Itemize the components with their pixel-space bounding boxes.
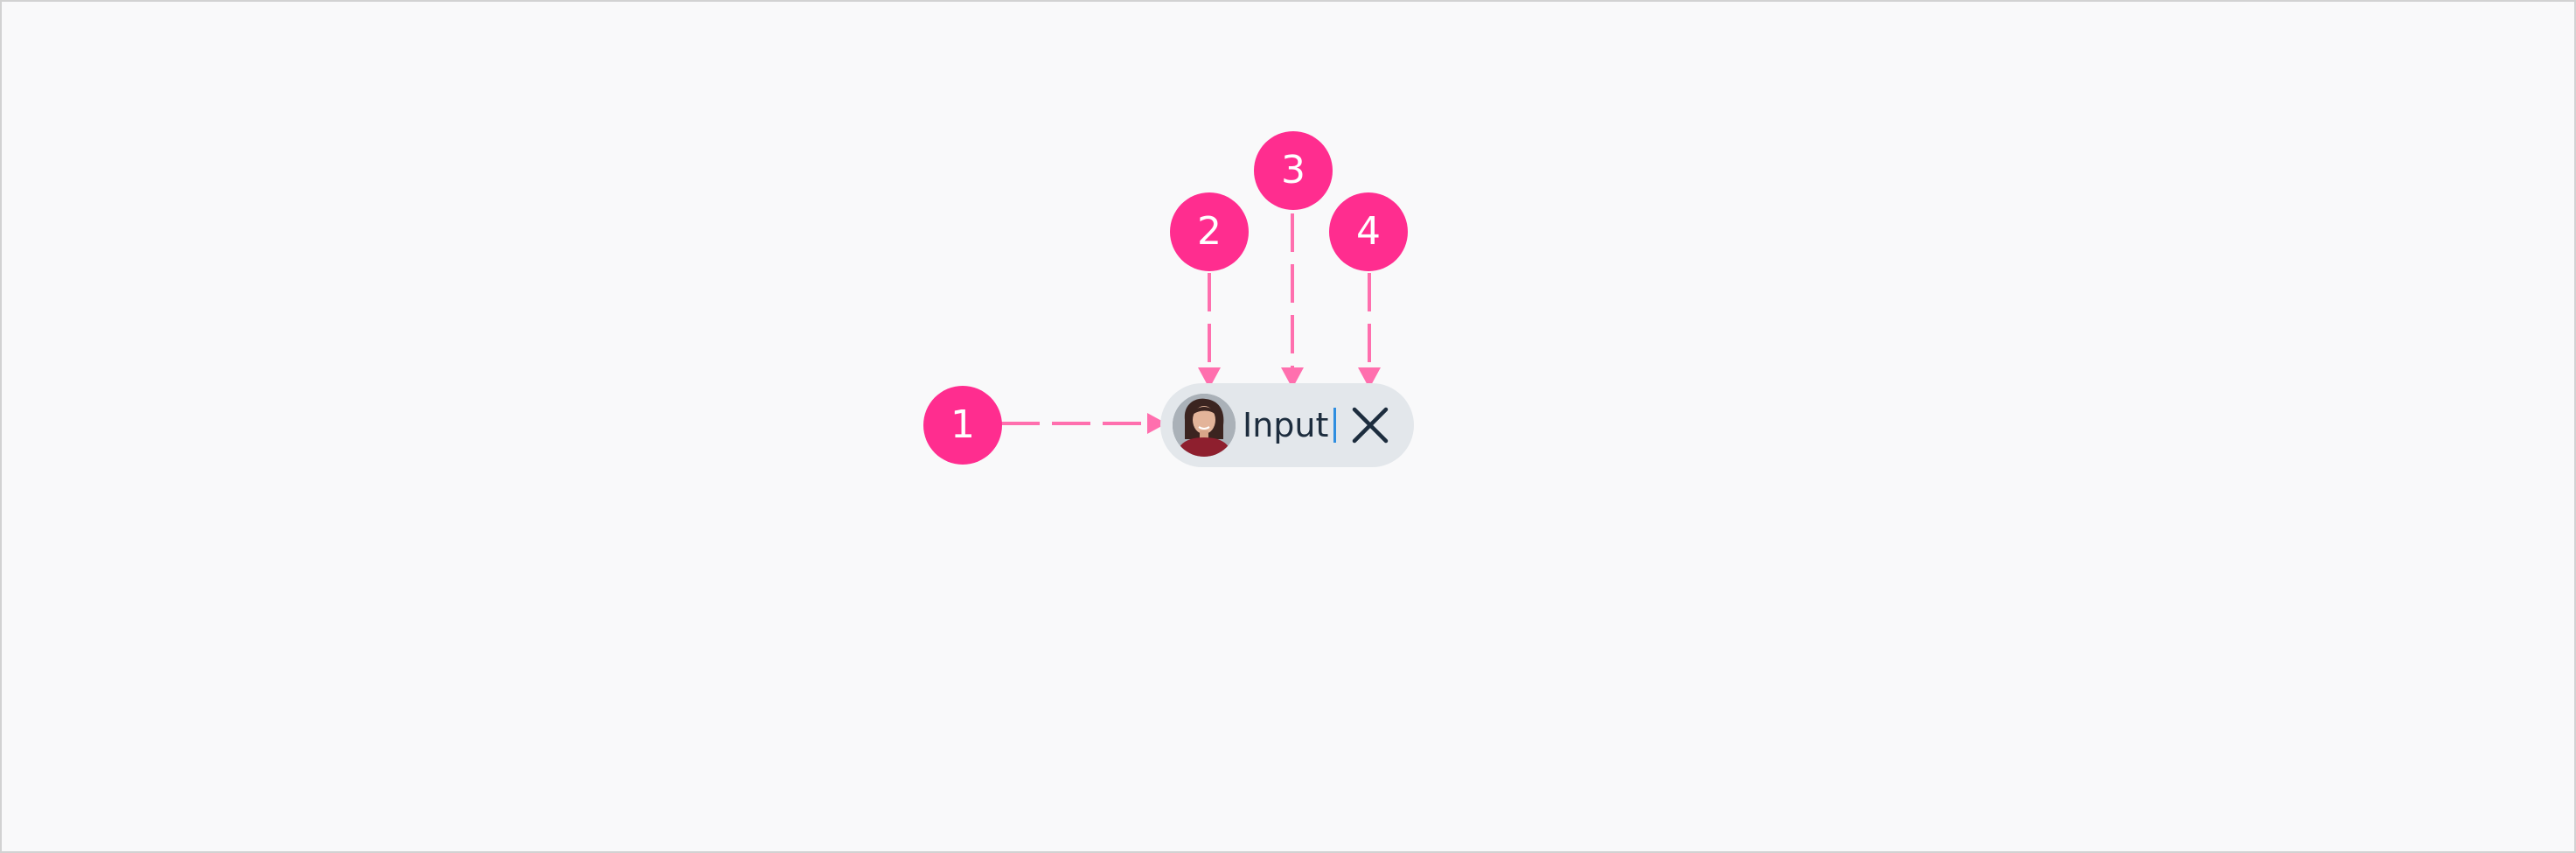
input-text: Input bbox=[1243, 406, 1329, 444]
person-photo-icon bbox=[1173, 394, 1236, 457]
clear-button[interactable] bbox=[1346, 401, 1395, 450]
close-icon bbox=[1352, 407, 1389, 444]
callout-marker-1: 1 bbox=[923, 386, 1002, 465]
text-input[interactable]: Input bbox=[1243, 404, 1337, 446]
callout-marker-3: 3 bbox=[1254, 131, 1333, 210]
text-cursor bbox=[1333, 408, 1337, 443]
token-container[interactable]: Input bbox=[1160, 383, 1414, 467]
callout-marker-2: 2 bbox=[1170, 192, 1249, 271]
callout-marker-4: 4 bbox=[1329, 192, 1408, 271]
